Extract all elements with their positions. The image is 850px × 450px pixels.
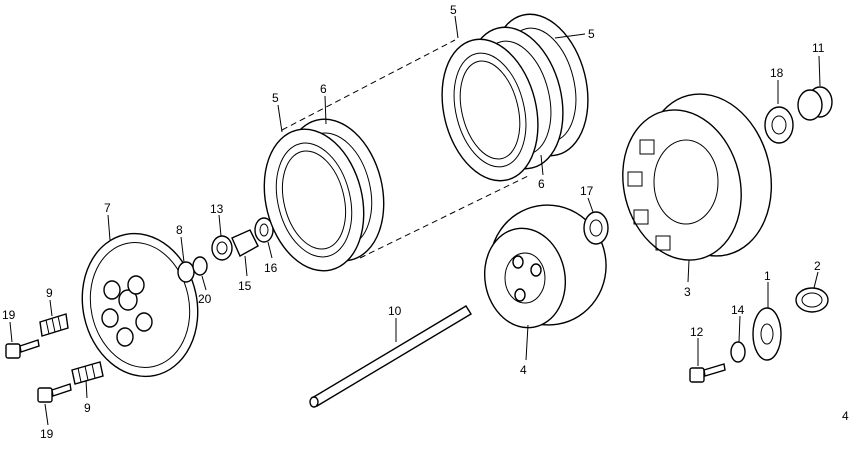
alignment-line-upper bbox=[281, 39, 456, 131]
callout-20: 20 bbox=[198, 292, 212, 306]
lifter-bearing bbox=[177, 217, 274, 283]
collar bbox=[797, 86, 833, 121]
callout-10: 10 bbox=[388, 304, 402, 318]
gear-bolt bbox=[689, 363, 726, 383]
leader-lines bbox=[9, 15, 821, 426]
gear-washer bbox=[730, 341, 746, 363]
callout-5-right: 5 bbox=[588, 27, 595, 41]
callout-12: 12 bbox=[690, 325, 704, 339]
pushrod bbox=[309, 305, 472, 408]
callout-labels: 1 2 3 4 5 5 5 6 6 7 8 9 9 10 11 12 13 14… bbox=[2, 3, 849, 441]
spring-upper bbox=[39, 313, 69, 337]
callout-4: 4 bbox=[520, 363, 527, 377]
callout-15: 15 bbox=[238, 279, 252, 293]
thrust-washer bbox=[583, 211, 609, 245]
callout-18: 18 bbox=[770, 66, 784, 80]
callout-19-upper: 19 bbox=[2, 308, 16, 322]
bolt-lower bbox=[37, 383, 72, 403]
callout-19-lower: 19 bbox=[40, 427, 54, 441]
callout-9-upper: 9 bbox=[46, 286, 53, 300]
callout-3: 3 bbox=[684, 285, 691, 299]
corner-mark: 4 bbox=[842, 409, 849, 423]
callout-11: 11 bbox=[812, 41, 825, 55]
callout-9-lower: 9 bbox=[84, 401, 91, 415]
alignment-line-lower bbox=[359, 174, 531, 259]
callout-7: 7 bbox=[104, 201, 111, 215]
callout-13: 13 bbox=[210, 202, 224, 216]
clutch-center bbox=[483, 204, 607, 329]
bushing bbox=[795, 287, 829, 313]
needle-bearing bbox=[764, 106, 794, 144]
callout-5-top: 5 bbox=[450, 3, 457, 17]
callout-17: 17 bbox=[580, 184, 594, 198]
clutch-outer bbox=[622, 93, 773, 261]
callout-8: 8 bbox=[176, 223, 183, 237]
callout-6-left: 6 bbox=[320, 82, 327, 96]
pressure-plate bbox=[81, 232, 199, 378]
primary-gear bbox=[752, 307, 782, 361]
bolt-upper bbox=[5, 339, 40, 359]
plate-stack-left bbox=[263, 118, 385, 272]
callout-5-left: 5 bbox=[272, 91, 279, 105]
callout-6-right: 6 bbox=[538, 177, 545, 191]
callout-1: 1 bbox=[764, 269, 771, 283]
callout-2: 2 bbox=[814, 259, 821, 273]
plate-stack-right bbox=[441, 13, 589, 182]
spring-lower bbox=[71, 361, 104, 385]
callout-16: 16 bbox=[264, 261, 278, 275]
callout-14: 14 bbox=[731, 303, 745, 317]
